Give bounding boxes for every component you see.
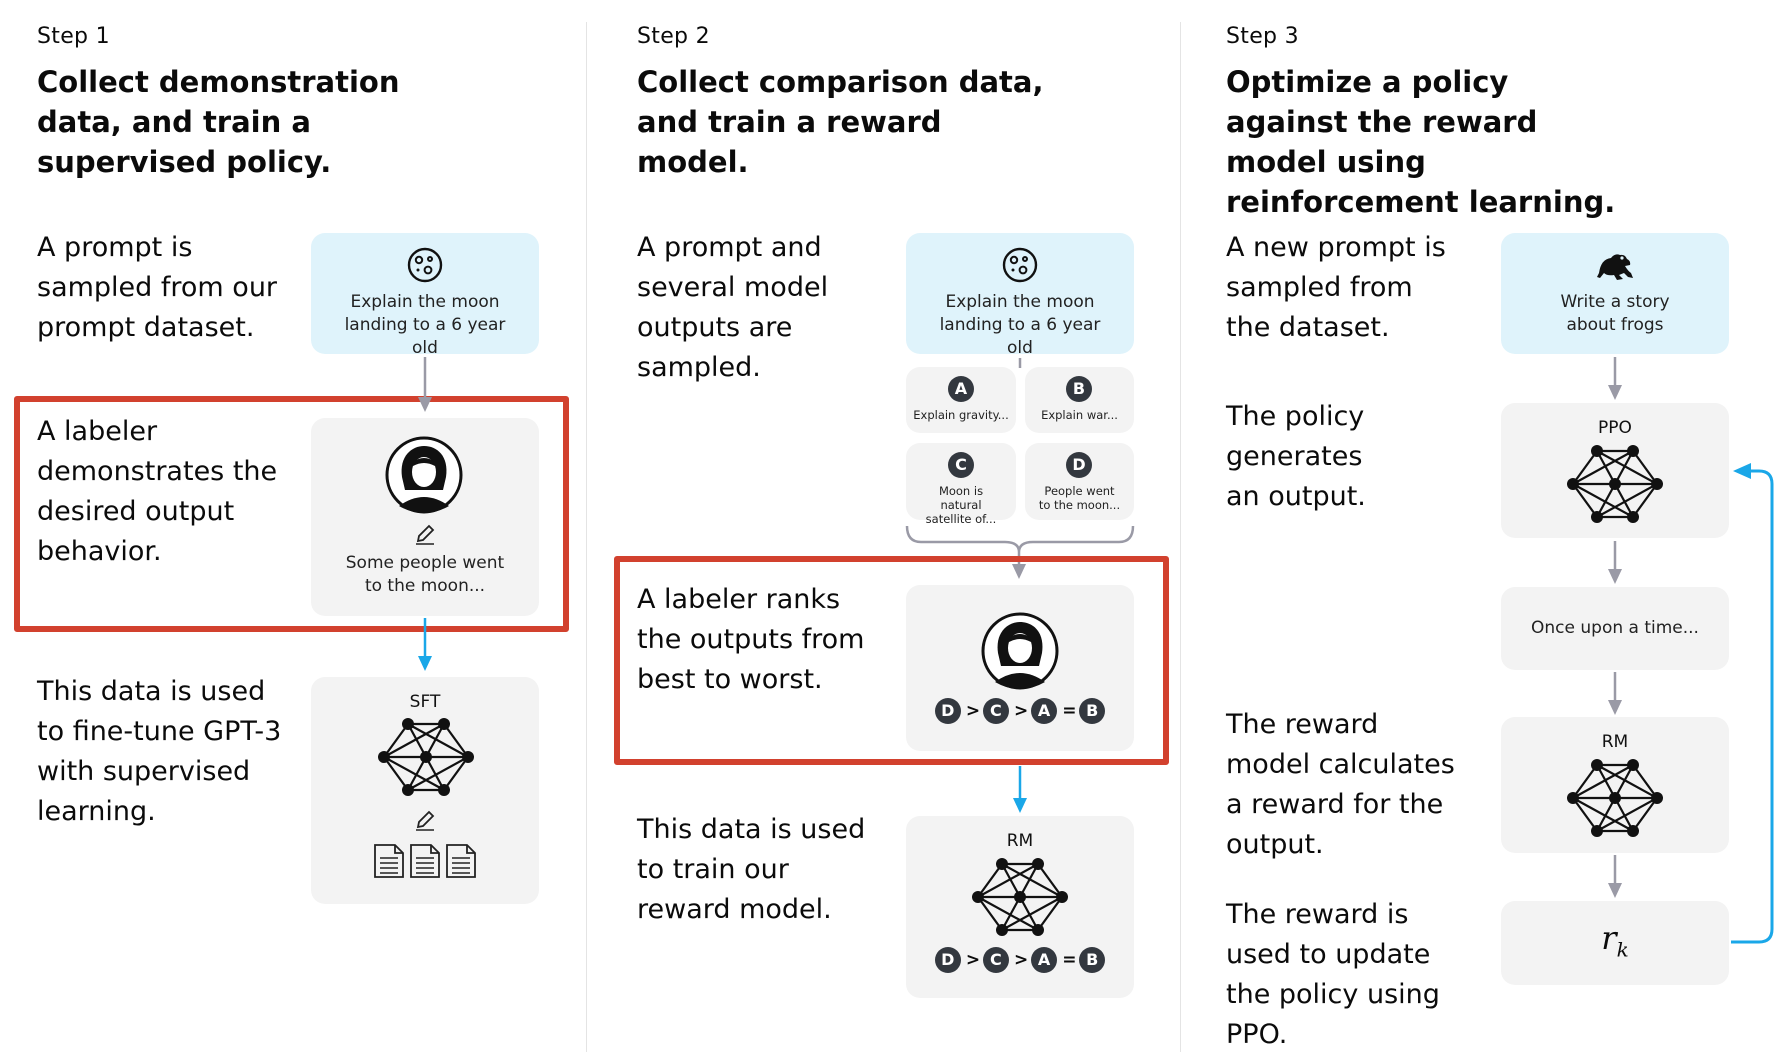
step-description: The reward model calculates a reward for… bbox=[1226, 709, 1455, 860]
rm-model-card: RM D > C > A = B bbox=[906, 816, 1134, 998]
frog-icon bbox=[1597, 254, 1633, 280]
neural-network-icon bbox=[1567, 759, 1663, 837]
flow-arrow bbox=[1013, 766, 1027, 813]
demonstration-text: Some people went to the moon... bbox=[345, 553, 505, 596]
reward-card: rk bbox=[1501, 901, 1729, 985]
neural-network-icon bbox=[378, 718, 474, 796]
step-description: A prompt is sampled from our prompt data… bbox=[37, 232, 278, 343]
highlight-frame bbox=[14, 396, 569, 632]
documents-icon bbox=[374, 844, 476, 878]
flow-arrow bbox=[418, 357, 432, 412]
prompt-card: Explain the moon landing to a 6 year old bbox=[311, 233, 539, 358]
rank-operator: > bbox=[965, 701, 981, 721]
step-label: Step 2 bbox=[637, 24, 710, 49]
rank-operator: = bbox=[1062, 701, 1077, 721]
output-card: Once upon a time... bbox=[1501, 587, 1729, 670]
output-text: Explain gravity... bbox=[913, 408, 1009, 422]
badge-c: C bbox=[948, 452, 974, 478]
prompt-text: Explain the moon landing to a 6 year old bbox=[939, 292, 1101, 358]
flow-arrow bbox=[1018, 358, 1022, 368]
step-description: This data is used to train our reward mo… bbox=[637, 814, 866, 925]
output-card-a: A Explain gravity... bbox=[906, 367, 1016, 433]
rank-operator: = bbox=[1062, 950, 1077, 970]
step-title: Collect comparison data, and train a rew… bbox=[637, 65, 1044, 179]
step-description: A new prompt is sampled from the dataset… bbox=[1226, 232, 1446, 343]
step-description: A prompt and several model outputs are s… bbox=[637, 232, 829, 383]
rank-operator: > bbox=[1014, 701, 1029, 721]
column-divider bbox=[1180, 22, 1181, 1052]
model-label: RM bbox=[1601, 732, 1629, 752]
output-card-b: B Explain war... bbox=[1025, 367, 1134, 433]
prompt-card: Explain the moon landing to a 6 year old bbox=[906, 233, 1134, 358]
step-description: This data is used to fine-tune GPT-3 wit… bbox=[37, 676, 282, 827]
output-text: Once upon a time... bbox=[1531, 618, 1699, 638]
step-description: A labeler ranks the outputs from best to… bbox=[637, 584, 865, 695]
labeler-avatar-icon bbox=[385, 436, 463, 514]
sft-model-card: SFT bbox=[311, 677, 539, 904]
output-text: Explain war... bbox=[1041, 408, 1118, 422]
highlight-frame bbox=[614, 556, 1169, 765]
labeler-card: Some people went to the moon... bbox=[311, 418, 539, 616]
rank-badge: C bbox=[982, 698, 1009, 724]
step-label: Step 1 bbox=[37, 24, 110, 49]
prompt-text: Explain the moon landing to a 6 year old bbox=[344, 292, 506, 358]
output-card-d: D People went to the moon... bbox=[1025, 443, 1134, 520]
rank-badge: A bbox=[1031, 947, 1058, 973]
moon-icon bbox=[407, 247, 443, 283]
badge-a: A bbox=[948, 376, 974, 402]
flow-arrow bbox=[1608, 855, 1622, 898]
rank-badge: C bbox=[982, 947, 1009, 973]
model-label: SFT bbox=[409, 692, 441, 712]
badge-b: B bbox=[1066, 376, 1092, 402]
step-label: Step 3 bbox=[1226, 24, 1299, 49]
reward-symbol: r bbox=[1601, 919, 1617, 957]
model-label: PPO bbox=[1598, 418, 1632, 438]
flow-arrow bbox=[1608, 672, 1622, 715]
neural-network-icon bbox=[1567, 445, 1663, 523]
pencil-icon bbox=[416, 810, 435, 831]
badge-d: D bbox=[1066, 452, 1092, 478]
output-card-c: C Moon is natural satellite of... bbox=[906, 443, 1016, 526]
rank-badge: A bbox=[1031, 698, 1058, 724]
flow-arrow bbox=[1608, 357, 1622, 400]
output-text: People went to the moon... bbox=[1038, 484, 1121, 512]
neural-network-icon bbox=[972, 858, 1068, 936]
moon-icon bbox=[1002, 247, 1038, 283]
model-label: RM bbox=[1006, 831, 1034, 851]
prompt-text: Write a story about frogs bbox=[1560, 292, 1670, 335]
rank-badge: B bbox=[1079, 698, 1106, 724]
ranking-row: D > C > A = B bbox=[906, 698, 1134, 724]
step-title: Optimize a policy against the reward mod… bbox=[1226, 65, 1616, 219]
flow-arrow bbox=[1608, 541, 1622, 584]
step-description: The policy generates an output. bbox=[1226, 401, 1366, 512]
feedback-loop-arrow bbox=[1731, 463, 1774, 944]
rank-badge: D bbox=[934, 947, 961, 973]
prompt-card: Write a story about frogs bbox=[1501, 233, 1729, 354]
step-description: A labeler demonstrates the desired outpu… bbox=[37, 416, 278, 567]
rank-operator: > bbox=[965, 950, 981, 970]
ranking-card: D > C > A = B bbox=[906, 585, 1134, 751]
flow-arrow bbox=[418, 618, 432, 671]
pencil-icon bbox=[416, 524, 435, 545]
rank-operator: > bbox=[1014, 950, 1029, 970]
rm-card: RM bbox=[1501, 717, 1729, 853]
step-title: Collect demonstration data, and train a … bbox=[37, 65, 400, 179]
ppo-policy-card: PPO bbox=[1501, 403, 1729, 538]
labeler-avatar-icon bbox=[981, 612, 1059, 690]
step-description: The reward is used to update the policy … bbox=[1226, 899, 1440, 1050]
column-divider bbox=[586, 22, 587, 1052]
output-text: Moon is natural satellite of... bbox=[925, 484, 997, 526]
ranking-row: D > C > A = B bbox=[906, 947, 1134, 973]
rank-badge: B bbox=[1079, 947, 1106, 973]
rank-badge: D bbox=[934, 698, 961, 724]
reward-value: rk bbox=[1501, 919, 1729, 961]
reward-subscript: k bbox=[1616, 937, 1629, 962]
